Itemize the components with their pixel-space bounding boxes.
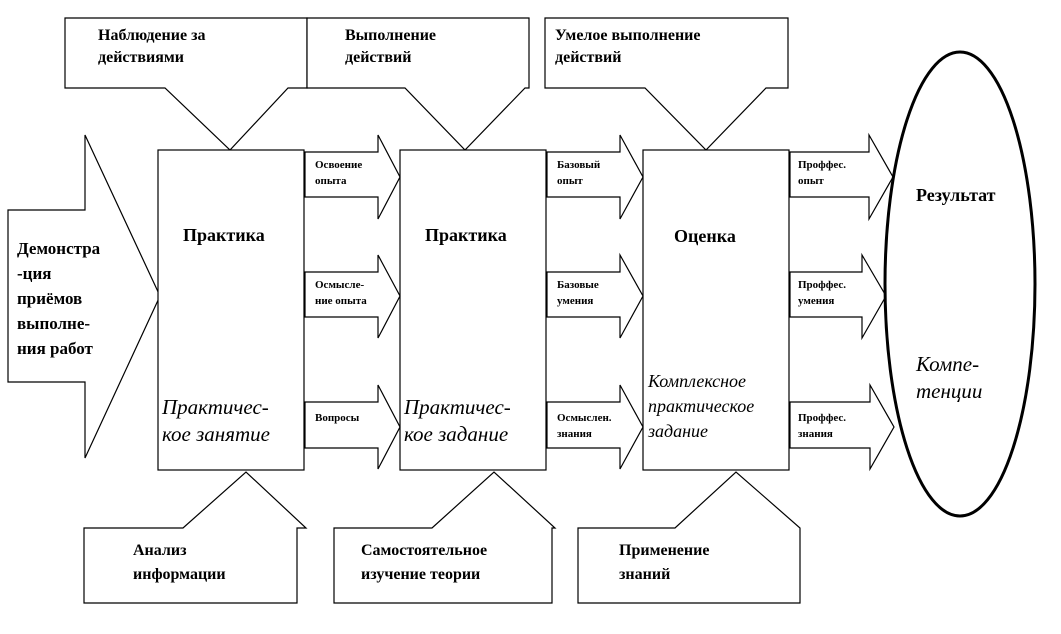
box-2-subtitle: Практичес- кое задание bbox=[404, 395, 511, 446]
connector-3-3-label: Проффес. знания bbox=[798, 412, 847, 440]
connector-1-1-label: Освоение опыта bbox=[315, 159, 363, 187]
connector-3-3 bbox=[789, 382, 895, 472]
demonstration-arrow bbox=[7, 134, 161, 459]
connector-3-2 bbox=[789, 252, 887, 341]
top-callout-3-label: Умелое выполнение действий bbox=[555, 27, 701, 66]
connector-2-3-label: Осмыслен. знания bbox=[557, 412, 612, 440]
demonstration-label: Демонстра -ция приёмов выполне- ния рабо… bbox=[17, 239, 101, 358]
connector-2-2 bbox=[546, 252, 644, 339]
box-3-subtitle: Комплексное практическое задание bbox=[648, 371, 755, 441]
top-callout-2-label: Выполнение действий bbox=[345, 27, 437, 66]
bottom-callout-3-label: Применение знаний bbox=[619, 542, 710, 583]
top-callout-3 bbox=[544, 17, 789, 151]
top-callout-2 bbox=[306, 17, 530, 151]
connector-3-1 bbox=[789, 132, 894, 222]
bottom-callout-3 bbox=[577, 471, 801, 604]
connector-1-2-label: Осмысле- ние опыта bbox=[315, 279, 367, 307]
bottom-callout-1-label: Анализ информации bbox=[133, 542, 226, 583]
box-2-title: Практика bbox=[425, 225, 507, 245]
connector-1-3-label: Вопросы bbox=[315, 412, 360, 424]
box-practice-1 bbox=[157, 149, 305, 471]
connector-3-2-label: Проффес. умения bbox=[798, 279, 847, 307]
result-ellipse bbox=[883, 50, 1037, 518]
connector-2-1 bbox=[546, 134, 644, 220]
result-title: Результат bbox=[916, 185, 996, 205]
bottom-callout-1 bbox=[83, 471, 308, 604]
box-1-subtitle: Практичес- кое занятие bbox=[162, 395, 270, 446]
bottom-callout-2 bbox=[333, 471, 557, 604]
box-1-title: Практика bbox=[183, 225, 265, 245]
connector-1-1 bbox=[304, 134, 401, 220]
box-evaluation bbox=[642, 149, 790, 471]
connector-3-1-label: Проффес. опыт bbox=[798, 159, 847, 187]
connector-2-3 bbox=[546, 384, 644, 470]
connector-2-1-label: Базовый опыт bbox=[557, 159, 601, 187]
connector-1-3 bbox=[304, 384, 401, 470]
top-callout-1-label: Наблюдение за действиями bbox=[98, 27, 206, 66]
connector-1-2 bbox=[304, 254, 401, 339]
result-subtitle: Компе- тенции bbox=[916, 352, 983, 403]
box-practice-2 bbox=[399, 149, 547, 471]
bottom-callout-2-label: Самостоятельное изучение теории bbox=[361, 542, 488, 583]
connector-2-2-label: Базовые умения bbox=[557, 279, 599, 307]
box-3-title: Оценка bbox=[674, 226, 736, 246]
